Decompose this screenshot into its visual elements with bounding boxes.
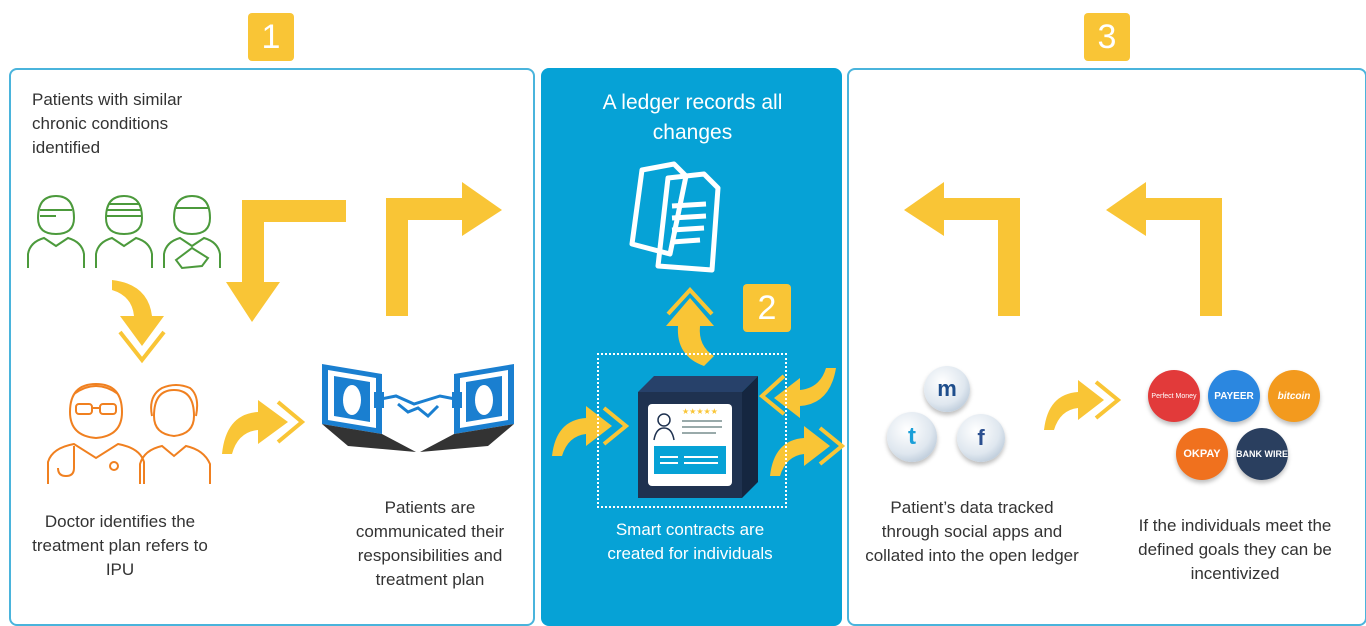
smart-contract-frame xyxy=(597,353,787,508)
svg-text:★★★★★: ★★★★★ xyxy=(682,407,718,416)
ledger-title: A ledger records all changes xyxy=(602,91,783,144)
smart-contracts-text: Smart contracts are created for individu… xyxy=(607,520,773,563)
perfect-money-logo-icon: Perfect Money xyxy=(1148,370,1200,422)
arrow-up-left-icon xyxy=(1106,182,1222,316)
handshake-laptops-icon xyxy=(322,364,514,452)
patients-icon xyxy=(27,194,221,270)
arrow-up-left-icon xyxy=(904,182,1020,316)
curved-arrow-right-icon xyxy=(222,400,306,454)
bank-wire-logo-icon: BANK WIRE xyxy=(1236,428,1288,480)
social-app-logo-icon: m xyxy=(924,366,970,412)
social-app-logo-icon: t xyxy=(887,412,937,462)
doctor-identifies-text: Doctor identifies the treatment plan ref… xyxy=(32,512,208,579)
curved-arrow-left-icon xyxy=(758,368,836,418)
patients-communicated-text: Patients are communicated their responsi… xyxy=(355,498,505,589)
step-one-panel xyxy=(9,68,535,626)
smart-contract-box-icon: ★★★★★ xyxy=(638,376,758,498)
curved-arrow-right-icon xyxy=(1044,380,1122,430)
data-tracked-text: Patient’s data tracked through social ap… xyxy=(865,498,1079,565)
documents-icon xyxy=(629,161,721,273)
curved-arrow-up-icon xyxy=(666,287,714,366)
step-two-badge: 2 xyxy=(743,284,791,332)
social-app-logo-icon: f xyxy=(957,414,1005,462)
okpay-logo-icon: OKPAY xyxy=(1176,428,1228,480)
arrow-down-icon xyxy=(226,200,346,322)
step-one-badge: 1 xyxy=(248,13,294,61)
curved-arrow-down-icon xyxy=(112,280,166,364)
incentivized-text: If the individuals meet the defined goal… xyxy=(1138,516,1332,583)
patients-identified-text: Patients with similar chronic conditions… xyxy=(32,90,183,157)
payeer-logo-icon: PAYEER xyxy=(1208,370,1260,422)
doctors-icon xyxy=(47,382,211,484)
step-three-badge: 3 xyxy=(1084,13,1130,61)
arrow-up-right-icon xyxy=(386,182,502,316)
bitcoin-logo-icon: bitcoin xyxy=(1268,370,1320,422)
